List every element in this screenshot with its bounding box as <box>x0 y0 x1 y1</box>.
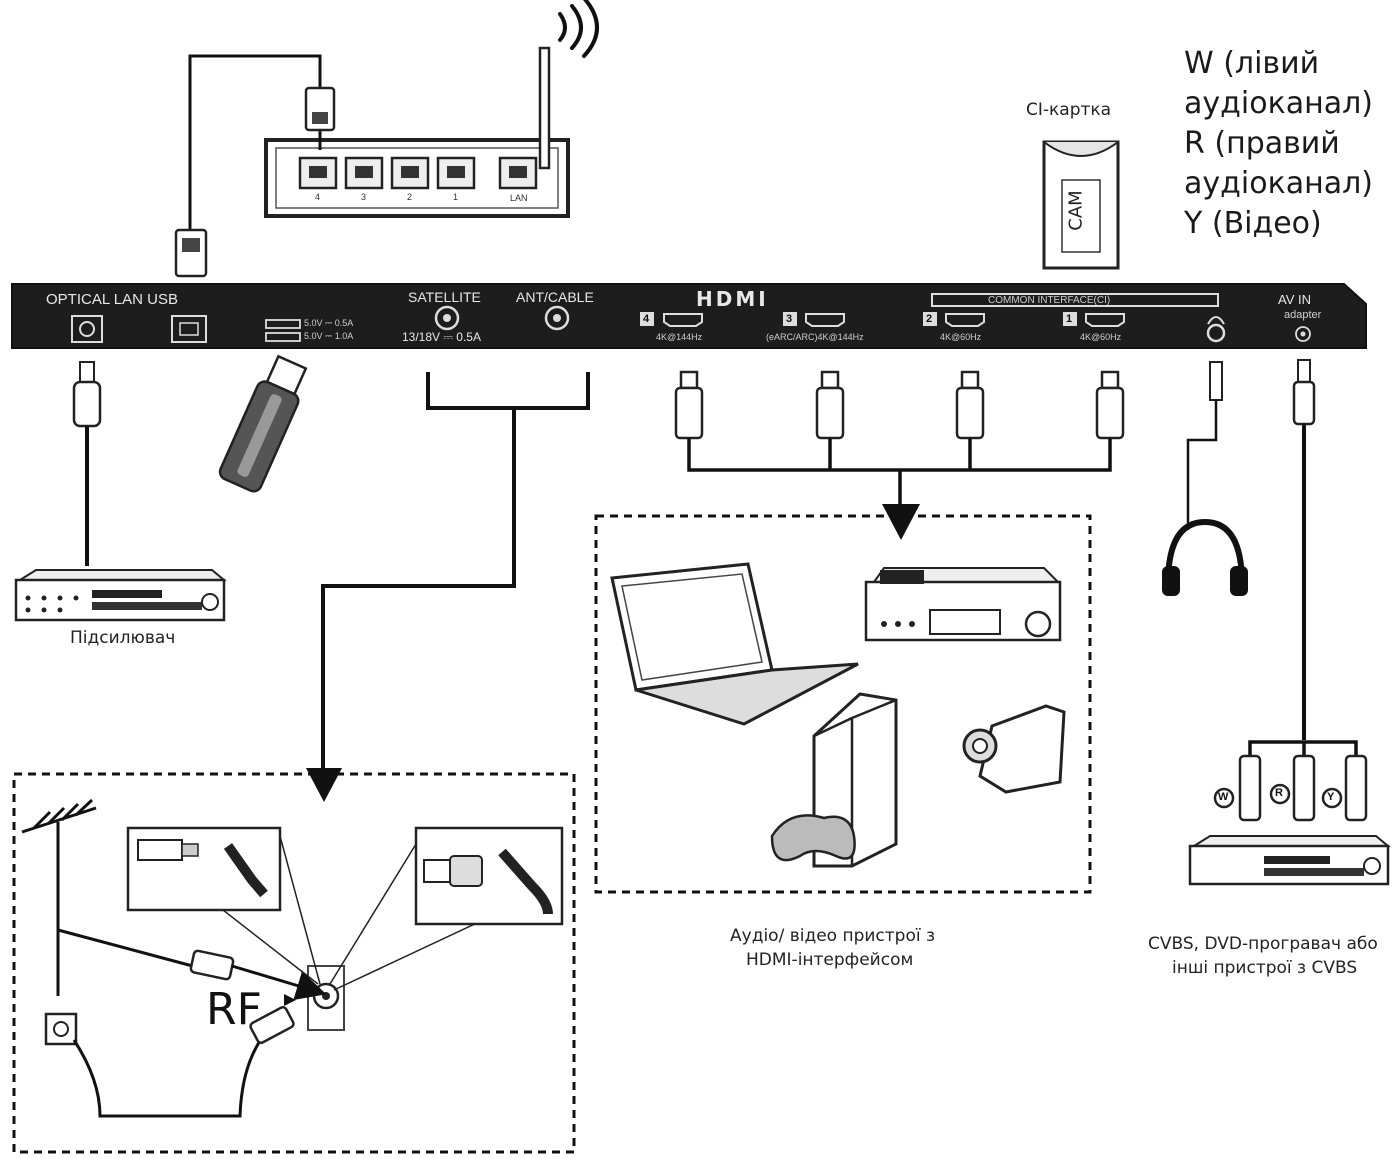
headphones-cable <box>1186 361 1223 530</box>
ant-cable-label: ANT/CABLE <box>516 289 594 305</box>
usb-flash-drive <box>218 354 308 493</box>
connector-detail-left <box>126 826 282 912</box>
hdmi-port-2 <box>945 313 985 327</box>
av-in-port <box>1295 326 1311 342</box>
amplifier-label: Підсилювач <box>70 628 176 648</box>
headphones-icon <box>1162 518 1248 596</box>
satellite-label: SATELLITE <box>408 289 481 305</box>
wall-socket <box>44 1012 78 1046</box>
hdmi-devices-caption-line1: Аудіо/ відео пристрої з <box>730 926 936 946</box>
hdmi-port-4 <box>663 313 703 327</box>
hdmi-cables <box>674 370 1125 506</box>
cvbs-dvd-player <box>1188 835 1391 886</box>
camcorder-illustration <box>962 704 1066 794</box>
hdmi-port-4-spec: 4K@144Hz <box>656 332 703 342</box>
router-antenna <box>538 46 551 170</box>
rca-letter-y: Y <box>1327 791 1335 803</box>
hdmi-port-3-number: 3 <box>786 313 793 325</box>
av-in-label: AV IN <box>1278 292 1311 307</box>
rf-label: RF <box>206 984 262 1035</box>
hdmi-devices-caption-line2: HDMI-інтерфейсом <box>746 950 914 970</box>
rca-letter-r: R <box>1275 787 1283 799</box>
av-cable <box>1248 359 1358 756</box>
tv-rear-panel <box>11 283 1367 349</box>
adapter-label: adapter <box>1284 309 1322 321</box>
game-console-illustration <box>770 692 898 868</box>
arrow-down-antenna <box>306 768 342 802</box>
hdmi-port-1 <box>1085 313 1125 327</box>
antenna-box <box>12 772 576 1154</box>
common-interface-label: COMMON INTERFACE(CI) <box>988 295 1111 306</box>
hdmi-port-1-number: 1 <box>1066 313 1073 325</box>
amplifier-device <box>14 569 227 622</box>
ci-card-label: CI-картка <box>1026 100 1112 120</box>
hdmi-port-3 <box>805 313 845 327</box>
connector-detail-right <box>414 826 564 926</box>
antenna-illustration <box>21 798 97 996</box>
lan-port <box>171 315 207 343</box>
hdmi-logo: HDMI <box>696 287 769 311</box>
satellite-spec: 13/18V ⎓ 0.5A <box>402 330 481 344</box>
ci-slot <box>931 293 1219 307</box>
hdmi-port-2-spec: 4K@60Hz <box>940 332 982 342</box>
headphone-jack <box>1206 323 1226 343</box>
cvbs-caption-line1: CVBS, DVD-програвач або <box>1148 934 1378 954</box>
optical-lan-usb-label: OPTICAL LAN USB <box>46 291 178 308</box>
tv-rf-socket <box>307 965 345 1031</box>
rca-legend: W (лівий аудіоканал) R (правий аудіокана… <box>1184 46 1373 241</box>
usb-port-1 <box>265 319 301 329</box>
cvbs-caption-line2: інші пристрої з CVBS <box>1172 958 1358 978</box>
router <box>174 0 599 278</box>
optical-cable <box>72 361 102 566</box>
hdmi-port-3-spec: (eARC/ARC)4K@144Hz <box>766 332 864 342</box>
usb-port-2 <box>265 332 301 342</box>
router-lan-label: LAN <box>510 193 528 203</box>
laptop-illustration <box>610 562 859 726</box>
router-port-3: 3 <box>361 192 367 202</box>
wifi-signal-icon <box>558 0 599 58</box>
dvd-player-illustration <box>864 567 1062 642</box>
hdmi-port-2-number: 2 <box>926 313 933 325</box>
hdmi-port-4-number: 4 <box>643 313 650 325</box>
ci-card-illustration <box>1042 140 1120 270</box>
optical-port <box>71 315 103 343</box>
cam-label: CAM <box>1065 190 1087 231</box>
arrow-down-hdmi <box>882 504 920 540</box>
usb-spec-2: 5.0V ⎓ 1.0A <box>304 331 354 341</box>
router-port-4: 4 <box>315 192 321 202</box>
satellite-port <box>434 305 460 331</box>
rca-plugs <box>1213 754 1368 822</box>
usb-spec-1: 5.0V ⎓ 0.5A <box>304 318 354 328</box>
router-port-1: 1 <box>453 192 459 202</box>
antenna-connection-lines <box>321 372 590 770</box>
router-port-2: 2 <box>407 192 413 202</box>
ant-cable-port <box>544 305 570 331</box>
rf-pointer <box>284 994 296 1006</box>
rca-letter-w: W <box>1218 791 1229 803</box>
hdmi-port-1-spec: 4K@60Hz <box>1080 332 1122 342</box>
